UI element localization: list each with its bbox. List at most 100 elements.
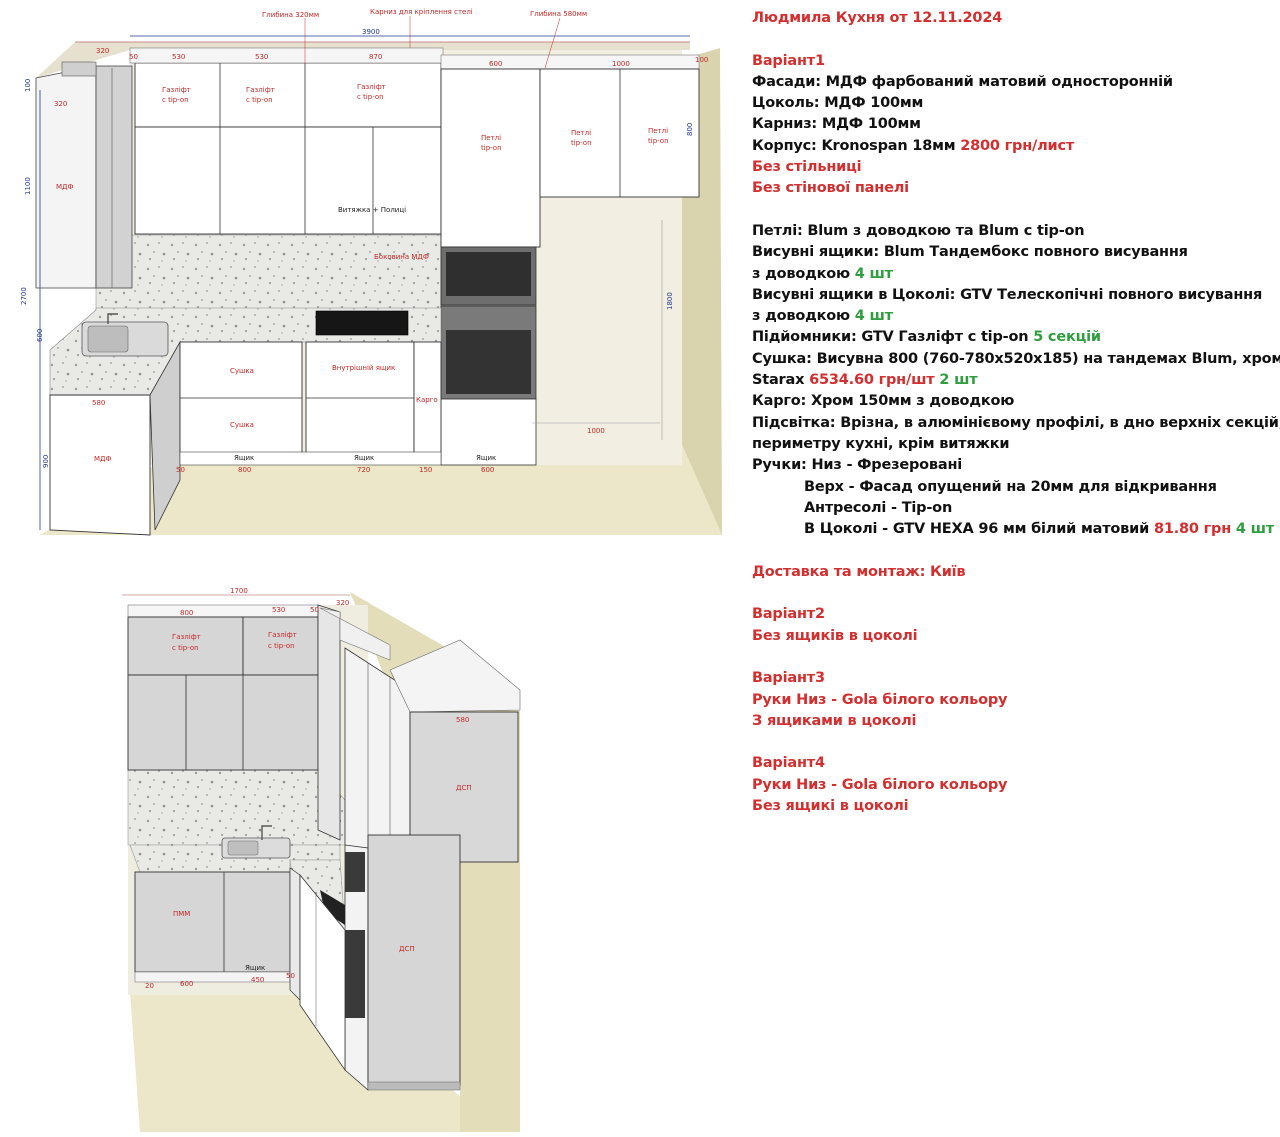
v1-delivery: Доставка та монтаж: Київ	[752, 563, 966, 580]
dim-320-bottom-view: 320	[336, 599, 349, 607]
label-drawer-2: Ящик	[354, 454, 374, 462]
v1-handles-price: 81.80 грн	[1153, 521, 1232, 538]
v1-light-1: Підсвітка: Врізна, в алюмінієвому профіл…	[752, 414, 1280, 431]
v1-plinth-drawers-qty: 4 шт	[854, 308, 893, 325]
dim-3900: 3900	[362, 28, 380, 36]
note-depth-320: Глибина 320мм	[262, 11, 319, 19]
dim-20-bottom-view: 20	[145, 982, 154, 990]
dim-450-bottom-view: 450	[251, 976, 264, 984]
label-dsp-upper: ДСП	[456, 784, 472, 792]
dim-720: 720	[357, 466, 370, 474]
label-bv-gaslift-1a: Газліфт	[172, 633, 201, 641]
label-dryer-2: Сушка	[230, 421, 254, 429]
label-bv-drawer: Ящик	[245, 964, 265, 972]
label-inner-drawer: Внутрішній ящик	[332, 364, 395, 372]
dim-150: 150	[419, 466, 432, 474]
v1-drawers-1: Висувні ящики: Blum Тандембокс повного в…	[752, 244, 1188, 261]
dim-580-bottom-view: 580	[456, 716, 469, 724]
label-pmm: ПММ	[173, 910, 190, 918]
label-bv-gaslift-2b: с tip-on	[268, 642, 295, 650]
label-mdf-lower: МДФ	[94, 455, 112, 463]
label-hinges-3a: Петлі	[648, 127, 668, 135]
v1-handles-4: В Цоколі - GTV HEXA 96 мм білий матовий …	[804, 521, 1275, 538]
dim-900: 900	[42, 455, 50, 468]
label-hinges-1b: tip-on	[481, 144, 502, 152]
dim-800-right: 800	[686, 123, 694, 136]
v1-plinth-drawers-1: Висувні ящики в Цоколі: GTV Телескопічні…	[752, 286, 1263, 303]
v3-text-2: З ящиками в цоколі	[752, 712, 917, 729]
v1-lifts: Підйомники: GTV Газліфт с tip-on 5 секці…	[752, 329, 1101, 346]
dim-600-top: 600	[489, 60, 502, 68]
v1-handles-2: Верх - Фасад опущений на 20мм для відкри…	[804, 478, 1217, 495]
label-hinges-2a: Петлі	[571, 129, 591, 137]
label-dsp-tall: ДСП	[399, 945, 415, 953]
v4-text-1: Руки Низ - Gola білого кольору	[752, 776, 1008, 793]
dim-580: 580	[92, 399, 105, 407]
dim-530-bottom-view: 530	[272, 606, 285, 614]
label-gaslift-2b: с tip-on	[246, 96, 273, 104]
v2-heading: Варіант2	[752, 606, 825, 623]
dim-600-bottom-view: 600	[180, 980, 193, 988]
v1-hinges: Петлі: Blum з доводкою та Blum с tip-on	[752, 222, 1085, 239]
v1-body-price: 2800 грн/лист	[960, 137, 1075, 154]
dim-1000-bottom: 1000	[587, 427, 605, 435]
dim-800: 800	[238, 466, 251, 474]
label-gaslift-1b: с tip-on	[162, 96, 189, 104]
v1-no-worktop: Без стільниці	[752, 159, 862, 176]
dim-100-left: 100	[24, 79, 32, 92]
dim-600-left: 600	[36, 329, 44, 342]
note-depth-580: Глибина 580мм	[530, 10, 587, 18]
label-hinges-3b: tip-on	[648, 137, 669, 145]
label-hinges-1a: Петлі	[481, 134, 501, 142]
dim-2700: 2700	[20, 287, 28, 305]
bottom-kitchen-view: 1700 800 530 50 320 580 20 600 450 50 Га…	[122, 587, 521, 1132]
dim-50-bottom-bottom-view: 50	[286, 972, 295, 980]
v1-dryer-1: Сушка: Висувна 800 (760-780х520х185) на …	[752, 350, 1280, 367]
v1-drawers-qty: 4 шт	[854, 265, 893, 282]
v1-light-2: периметру кухні, крім витяжки	[752, 435, 1010, 452]
dim-600-bottom: 600	[481, 466, 494, 474]
v1-facades: Фасади: МДФ фарбований матовий односторо…	[752, 73, 1173, 90]
v3-heading: Варіант3	[752, 670, 825, 687]
label-bv-gaslift-1b: с tip-on	[172, 644, 199, 652]
v1-lifts-qty: 5 секцій	[1033, 329, 1101, 346]
v1-no-panel: Без стінової панелі	[752, 180, 909, 197]
dim-1000-top: 1000	[612, 60, 630, 68]
v1-handles-qty: 4 шт	[1235, 521, 1275, 538]
dim-530-a: 530	[172, 53, 185, 61]
note-cornice: Карниз для кріплення стелі	[370, 8, 473, 16]
label-side-mdf: Боковина МДФ	[374, 253, 429, 261]
label-drawer-1: Ящик	[234, 454, 254, 462]
label-gaslift-2a: Газліфт	[246, 86, 275, 94]
specification-panel: Людмила Кухня от 12.11.2024 Варіант1 Фас…	[752, 8, 1280, 817]
label-dryer-1: Сушка	[230, 367, 254, 375]
dim-50-top-bottom-view: 50	[310, 606, 319, 614]
label-hood: Витяжка + Полиці	[338, 206, 406, 214]
dim-530-b: 530	[255, 53, 268, 61]
v1-plinth-drawers-2: з доводкою 4 шт	[752, 308, 893, 325]
label-gaslift-1a: Газліфт	[162, 86, 191, 94]
v1-handles-1: Ручки: Низ - Фрезеровані	[752, 457, 963, 474]
dim-320-left: 320	[54, 100, 67, 108]
dim-800-bottom-view: 800	[180, 609, 193, 617]
dim-100-right: 100	[695, 56, 708, 64]
v1-heading: Варіант1	[752, 52, 825, 69]
v1-body: Корпус: Kronospan 18мм 2800 грн/лист	[752, 137, 1075, 154]
v1-dryer-2: Starax 6534.60 грн/шт 2 шт	[752, 372, 978, 389]
v4-heading: Варіант4	[752, 755, 825, 772]
v1-handles-3: Антресолі - Tip-on	[804, 499, 953, 516]
label-bv-gaslift-2a: Газліфт	[268, 631, 297, 639]
v1-drawers-2: з доводкою 4 шт	[752, 265, 893, 282]
label-mdf-upper: МДФ	[56, 183, 74, 191]
dim-1800: 1800	[666, 292, 674, 310]
v4-text-2: Без ящикі в цоколі	[752, 797, 909, 814]
label-cargo: Карго	[416, 396, 438, 404]
top-kitchen-view: Глибина 320мм Карниз для кріплення стелі…	[20, 8, 722, 536]
label-gaslift-3a: Газліфт	[357, 83, 386, 91]
dim-870: 870	[369, 53, 382, 61]
v1-dryer-qty: 2 шт	[939, 372, 978, 389]
spec-title: Людмила Кухня от 12.11.2024	[752, 10, 1003, 26]
label-drawer-3: Ящик	[476, 454, 496, 462]
dim-320-top: 320	[96, 47, 109, 55]
